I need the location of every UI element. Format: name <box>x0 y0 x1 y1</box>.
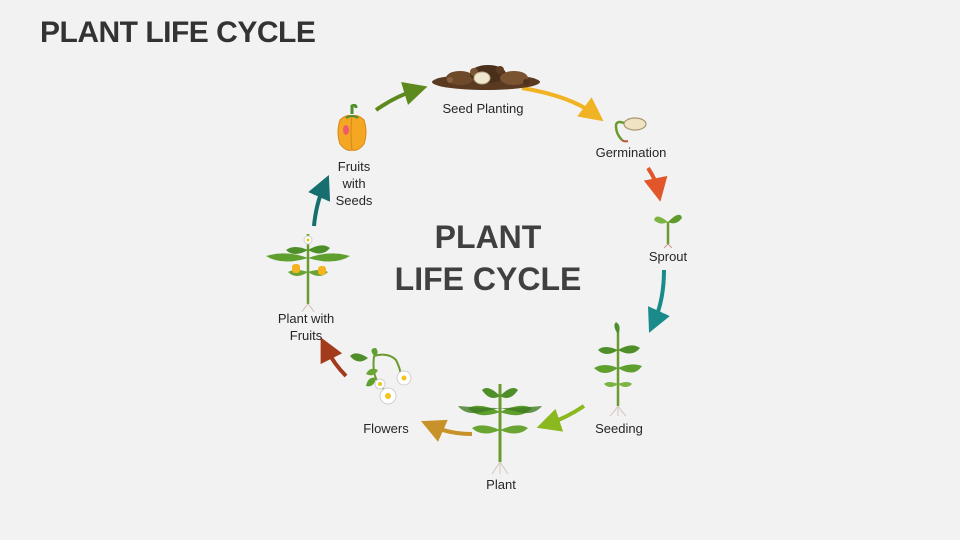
stage-fruits-with-seeds-label: Fruits with Seeds <box>322 158 386 209</box>
page-title: PLANT LIFE CYCLE <box>40 16 316 49</box>
stage-plant-with-fruits-line2: Fruits <box>289 328 323 343</box>
arrow-fruiting-to-pepper <box>308 175 331 227</box>
stage-flowers-label: Flowers <box>363 421 409 436</box>
stage-sprout-label: Sprout <box>648 249 688 264</box>
arrow-seed-to-germination <box>521 86 604 122</box>
germinating-seed-icon <box>614 117 647 143</box>
sprout-icon <box>654 214 682 248</box>
arrow-pepper-to-seed <box>374 81 428 112</box>
stage-plant-with-fruits-label: Plant with Fruits <box>266 310 346 344</box>
arrow-seeding-to-plant <box>536 404 586 432</box>
plant-icon <box>458 384 542 475</box>
soil-seed-icon <box>432 65 540 90</box>
arrow-flowers-to-fruiting <box>320 337 348 378</box>
pepper-icon <box>337 104 367 151</box>
stage-plant-with-fruits-line1: Plant with <box>277 311 335 326</box>
seedling-icon <box>594 322 642 417</box>
arrow-germination-to-sprout <box>643 166 668 202</box>
stage-plant-label: Plant <box>486 477 516 492</box>
flowers-icon <box>350 348 412 405</box>
stage-fruits-with-seeds-line2: with <box>342 176 366 191</box>
stage-seeding-label: Seeding <box>595 421 643 436</box>
arrow-sprout-to-seeding <box>648 269 670 333</box>
stage-germination-label: Germination <box>595 145 667 160</box>
center-title: PLANT LIFE CYCLE <box>388 216 588 300</box>
arrow-plant-to-flowers <box>421 419 473 442</box>
stage-fruits-with-seeds-line1: Fruits <box>337 159 371 174</box>
center-title-line1: PLANT <box>434 219 542 255</box>
fruiting-plant-icon <box>266 234 350 312</box>
stage-fruits-with-seeds-line3: Seeds <box>335 193 373 208</box>
stage-seed-planting-label: Seed Planting <box>442 101 524 116</box>
center-title-line2: LIFE CYCLE <box>394 261 582 297</box>
